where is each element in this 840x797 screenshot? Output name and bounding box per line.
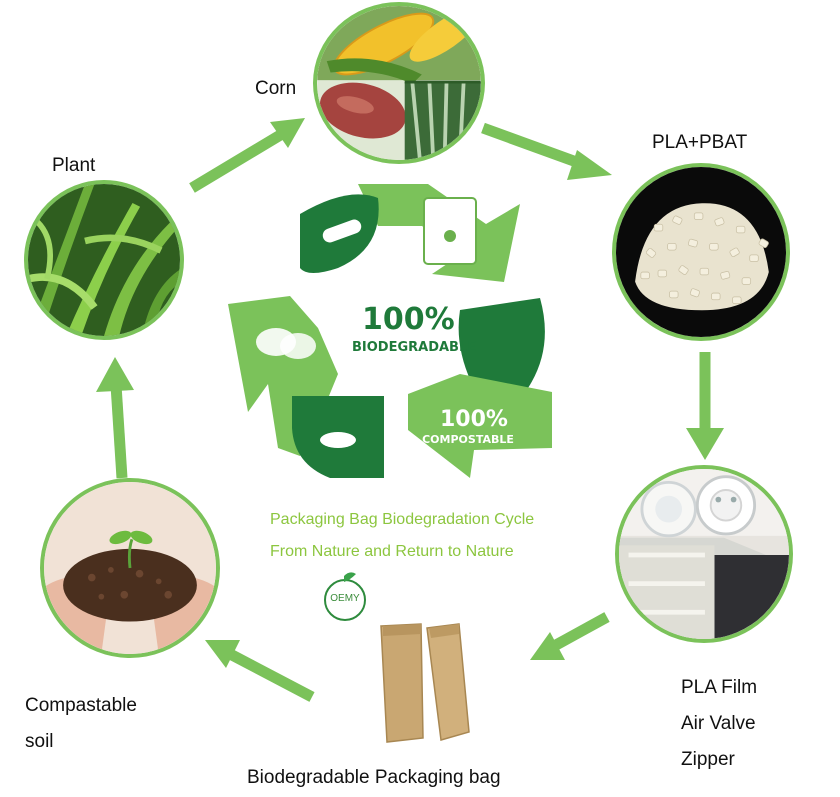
corn-image bbox=[313, 2, 485, 164]
kraft-bag-image bbox=[380, 623, 470, 743]
soil-line-1: Compastable bbox=[25, 695, 137, 716]
leaf-right bbox=[458, 298, 545, 388]
recycle-symbol bbox=[228, 184, 552, 478]
corn-label: Corn bbox=[255, 78, 297, 99]
arrow-film-to-bag bbox=[553, 612, 610, 650]
compostable-percent: 100% bbox=[440, 407, 508, 432]
biodegradable-word: BIODEGRADABLE bbox=[352, 340, 477, 355]
soil-line-2: soil bbox=[25, 731, 54, 752]
oemy-logo bbox=[324, 572, 366, 621]
pla-pellets-image bbox=[612, 163, 790, 341]
pla-film-line-1: PLA Film bbox=[681, 677, 758, 698]
bag-label: Biodegradable Packaging bag bbox=[247, 767, 501, 788]
arrow-plant-to-corn bbox=[189, 123, 295, 193]
biodegradable-percent: 100% bbox=[362, 302, 455, 337]
plant-image bbox=[24, 180, 184, 340]
arrow-soil-to-plant bbox=[110, 384, 128, 479]
recycle-arrow-bottom bbox=[408, 374, 552, 478]
pla-film-line-2: Air Valve bbox=[681, 713, 756, 734]
oemy-logo-text: OEMY bbox=[330, 593, 360, 604]
arrow-bag-to-soil bbox=[229, 650, 315, 702]
pla-pbat-label: PLA+PBAT bbox=[652, 132, 748, 153]
compostable-word: COMPOSTABLE bbox=[422, 433, 514, 446]
arrow-corn-to-pla bbox=[481, 122, 584, 170]
pla-film-image bbox=[615, 465, 793, 643]
soil-image bbox=[40, 478, 220, 658]
caption-line-2: From Nature and Return to Nature bbox=[270, 543, 514, 560]
caption-line-1: Packaging Bag Biodegradation Cycle bbox=[270, 511, 535, 528]
pla-film-line-3: Zipper bbox=[681, 749, 735, 770]
plant-label: Plant bbox=[52, 155, 96, 176]
